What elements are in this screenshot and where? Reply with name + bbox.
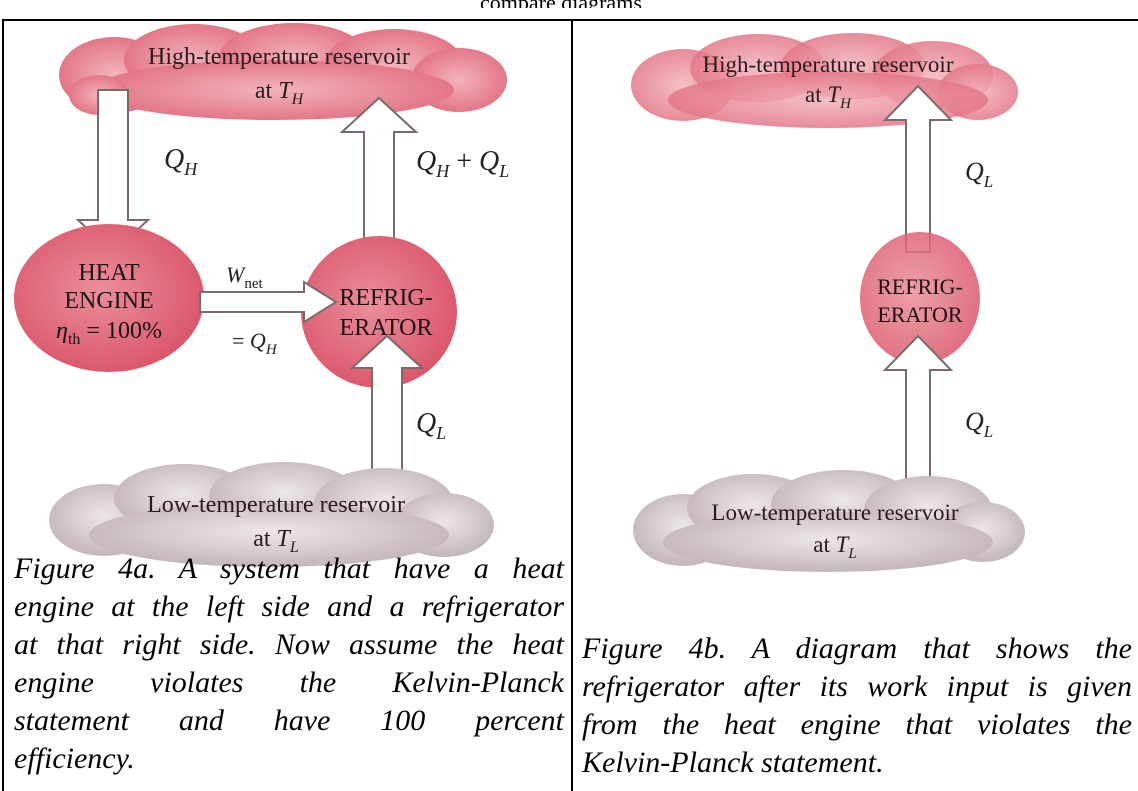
high-reservoir-prefix: at [805,82,827,107]
low-reservoir-prefix: at [253,526,276,552]
heat-engine: HEAT ENGINE ηth = 100% [14,224,204,372]
ql-top-arrow [882,84,954,253]
high-temperature-reservoir: High-temperature reservoir at TH [631,33,1018,128]
caption-b-line-1: Figure 4b. A diagram that shows the [582,632,1132,665]
ql-top-label: QL [965,157,993,191]
caption-b-line-3: from the heat engine that violates the [582,708,1132,741]
table-border-top [2,19,1138,21]
refrigerator-line1: REFRIG- [877,274,963,299]
figure-4b-caption: Figure 4b. A diagram that shows the refr… [582,630,1132,782]
low-reservoir-line1: Low-temperature reservoir [711,500,958,525]
qh-plus-ql-label: QH + QL [416,146,509,181]
efficiency-value: = 100% [80,318,162,344]
table-border-middle [571,19,573,791]
svg-text:at TL: at TL [813,532,857,562]
svg-text:at TH: at TH [805,82,852,112]
caption-a-line-2: engine at the left side and a refrigerat… [14,590,564,623]
low-reservoir-sub: L [289,539,299,556]
top-cutoff-label: compare diagrams [480,0,642,8]
caption-a-line-4: engine violates the Kelvin-Planck [14,666,564,699]
caption-a-line-5: statement and have 100 percent [14,704,564,737]
figure-4a-caption: Figure 4a. A system that have a heat eng… [14,550,564,778]
ql-label: QL [416,408,446,443]
high-reservoir-var: T [278,78,293,104]
low-temperature-reservoir: Low-temperature reservoir at TL [49,462,494,567]
low-reservoir-sub: L [847,546,856,562]
svg-text:ηth = 100%: ηth = 100% [56,318,162,348]
caption-b-line-4: Kelvin-Planck statement. [582,746,884,779]
refrigerator: REFRIG- ERATOR [860,232,980,364]
equals-qh-label: = QH [232,328,278,358]
high-reservoir-line1: High-temperature reservoir [703,52,954,77]
ql-bottom-arrow [882,334,954,491]
heat-engine-line2: ENGINE [64,288,153,314]
low-temperature-reservoir: Low-temperature reservoir at TL [633,470,1025,572]
low-reservoir-line1: Low-temperature reservoir [147,492,405,518]
efficiency-var: η [56,318,68,344]
high-reservoir-sub: H [839,96,852,112]
figure-4b-diagram: High-temperature reservoir at TH QL REFR… [631,33,1025,572]
efficiency-sub: th [68,331,80,348]
top-cutoff-text: compare diagrams [0,0,1138,8]
high-reservoir-sub: H [291,91,305,108]
table-border-left [2,19,4,791]
low-reservoir-var: T [277,526,292,552]
wnet-label: Wnet [226,262,263,292]
caption-a-line-1: Figure 4a. A system that have a heat [14,552,564,585]
caption-b-line-2: refrigerator after its work input is giv… [582,670,1132,703]
svg-text:at TH: at TH [255,78,305,108]
heat-engine-line1: HEAT [78,260,140,286]
qh-label: QH [164,144,198,179]
ql-bottom-label: QL [965,407,993,441]
refrigerator-line1: REFRIG- [339,285,432,311]
caption-a-line-6: efficiency. [14,742,135,775]
high-reservoir-line1: High-temperature reservoir [148,44,410,70]
wnet-arrow [199,280,338,324]
svg-text:at TL: at TL [253,526,299,556]
figure-4a-diagram: High-temperature reservoir at TH QH QH +… [14,23,509,567]
refrigerator-line2: ERATOR [877,302,962,327]
low-reservoir-prefix: at [813,532,835,557]
high-reservoir-prefix: at [255,78,278,104]
high-reservoir-var: T [827,82,842,107]
caption-a-line-3: at that right side. Now assume the heat [14,628,564,661]
ql-arrow [349,334,425,491]
low-reservoir-var: T [836,532,851,557]
